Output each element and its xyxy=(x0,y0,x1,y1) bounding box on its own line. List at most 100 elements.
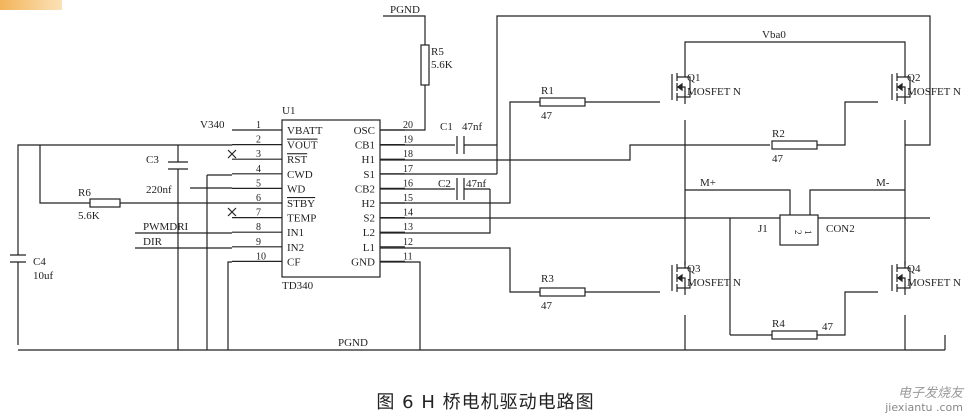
ic-ref: U1 xyxy=(282,105,295,117)
pin-number: 1 xyxy=(256,120,261,131)
c1-ref: C1 xyxy=(440,121,453,133)
resistor-r2: R2 47 xyxy=(771,128,818,165)
pin-number: 7 xyxy=(256,208,261,219)
pin-number: 18 xyxy=(403,149,413,160)
wire-r4-gate xyxy=(730,291,878,336)
pin-number: 5 xyxy=(256,178,261,189)
wire-mplus xyxy=(685,189,791,215)
pin-name: VBATT xyxy=(287,125,323,137)
r3-value: 47 xyxy=(541,300,553,312)
c3-value: 220nf xyxy=(146,184,172,196)
wire-vba-bus xyxy=(684,41,906,70)
pin-number: 10 xyxy=(256,251,266,262)
pin-name: CF xyxy=(287,256,300,268)
pin-number: 12 xyxy=(403,237,413,248)
pin-name: CB1 xyxy=(355,140,375,152)
resistor-r6: R6 5.6K xyxy=(78,187,121,222)
mosfet-ref: Q3 xyxy=(687,263,701,275)
pin-name: S2 xyxy=(363,213,375,225)
c2-value: 47nf xyxy=(466,178,487,190)
pin-name: IN2 xyxy=(287,242,304,254)
net-label-vba: Vba0 xyxy=(762,29,786,41)
resistor-r4: R4 47 xyxy=(771,318,834,340)
wire-h1 xyxy=(380,144,770,161)
wire-gnd-pin xyxy=(380,261,421,350)
r2-ref: R2 xyxy=(772,128,785,140)
pin-name: WD xyxy=(287,183,305,195)
pin-name: STBY xyxy=(287,198,315,210)
r5-ref: R5 xyxy=(431,46,444,58)
resistor-r3: R3 47 xyxy=(539,273,586,312)
pin-name: H2 xyxy=(362,198,375,210)
c4-value: 10uf xyxy=(33,270,54,282)
pin-name: CB2 xyxy=(355,183,375,195)
connector-j1: J1 CON2 2 1 xyxy=(758,214,855,246)
net-label-pgnd-top: PGND xyxy=(390,4,420,16)
pin-name: OSC xyxy=(354,125,375,137)
resistor-r5: R5 5.6K xyxy=(420,44,453,86)
mosfet-type: MOSFET N xyxy=(907,86,961,98)
wire-outer-loop xyxy=(496,15,931,146)
pin-number: 19 xyxy=(403,135,413,146)
r4-ref: R4 xyxy=(772,318,785,330)
pin-number: 6 xyxy=(256,193,261,204)
wire-l1 xyxy=(380,247,540,293)
capacitor-c4: C4 10uf xyxy=(10,254,54,345)
c4-ref: C4 xyxy=(33,256,46,268)
pin-number: 9 xyxy=(256,237,261,248)
pin-number: 3 xyxy=(256,149,261,160)
pin-name: TEMP xyxy=(287,213,316,225)
net-label-pgnd-bottom: PGND xyxy=(338,337,368,349)
net-label-mplus: M+ xyxy=(700,177,716,189)
resistor-r1: R1 47 xyxy=(539,85,586,122)
j1-part: CON2 xyxy=(826,223,855,235)
noconnect-temp xyxy=(227,207,237,217)
pin-number: 15 xyxy=(403,193,413,204)
r1-ref: R1 xyxy=(541,85,554,97)
pin-name: CWD xyxy=(287,169,313,181)
j1-ref: J1 xyxy=(758,223,768,235)
pin-name: H1 xyxy=(362,154,375,166)
r2-value: 47 xyxy=(772,153,784,165)
watermark-bottom: jiexiantu .com xyxy=(885,401,963,414)
pin-number: 16 xyxy=(403,178,413,189)
wire-h2 xyxy=(380,101,540,204)
j1-pin2: 2 xyxy=(793,230,803,235)
pin-number: 8 xyxy=(256,222,261,233)
pin-number: 11 xyxy=(403,251,413,262)
r4-value: 47 xyxy=(822,321,834,333)
mosfet-type: MOSFET N xyxy=(907,277,961,289)
mosfet-ref: Q1 xyxy=(687,72,700,84)
c3-ref: C3 xyxy=(146,154,159,166)
capacitor-c1: C1 47nf xyxy=(440,121,483,154)
mosfet-ref: Q4 xyxy=(907,263,921,275)
pin-number: 2 xyxy=(256,135,261,146)
pin-name: GND xyxy=(351,256,375,268)
wire-r2-gate xyxy=(817,101,878,146)
pin-number: 13 xyxy=(403,222,413,233)
capacitor-c3: C3 220nf xyxy=(146,154,188,196)
pin-name: L1 xyxy=(363,242,375,254)
noconnect-rst xyxy=(227,149,237,159)
ic-body xyxy=(281,119,381,278)
mosfet-ref: Q2 xyxy=(907,72,920,84)
pin-number: 20 xyxy=(403,120,413,131)
net-label-dir: DIR xyxy=(143,236,163,248)
wire-osc xyxy=(380,85,426,131)
pin-number: 17 xyxy=(403,164,413,175)
mosfet-type: MOSFET N xyxy=(687,277,741,289)
pin-name: RST xyxy=(287,154,307,166)
r3-ref: R3 xyxy=(541,273,554,285)
c2-ref: C2 xyxy=(438,178,451,190)
c1-value: 47nf xyxy=(462,121,483,133)
capacitor-c2: C2 47nf xyxy=(438,178,487,200)
net-label-v340: V340 xyxy=(200,119,225,131)
wire-l2 xyxy=(380,189,491,234)
wire-pgnd-top xyxy=(383,15,426,45)
r6-value: 5.6K xyxy=(78,210,100,222)
